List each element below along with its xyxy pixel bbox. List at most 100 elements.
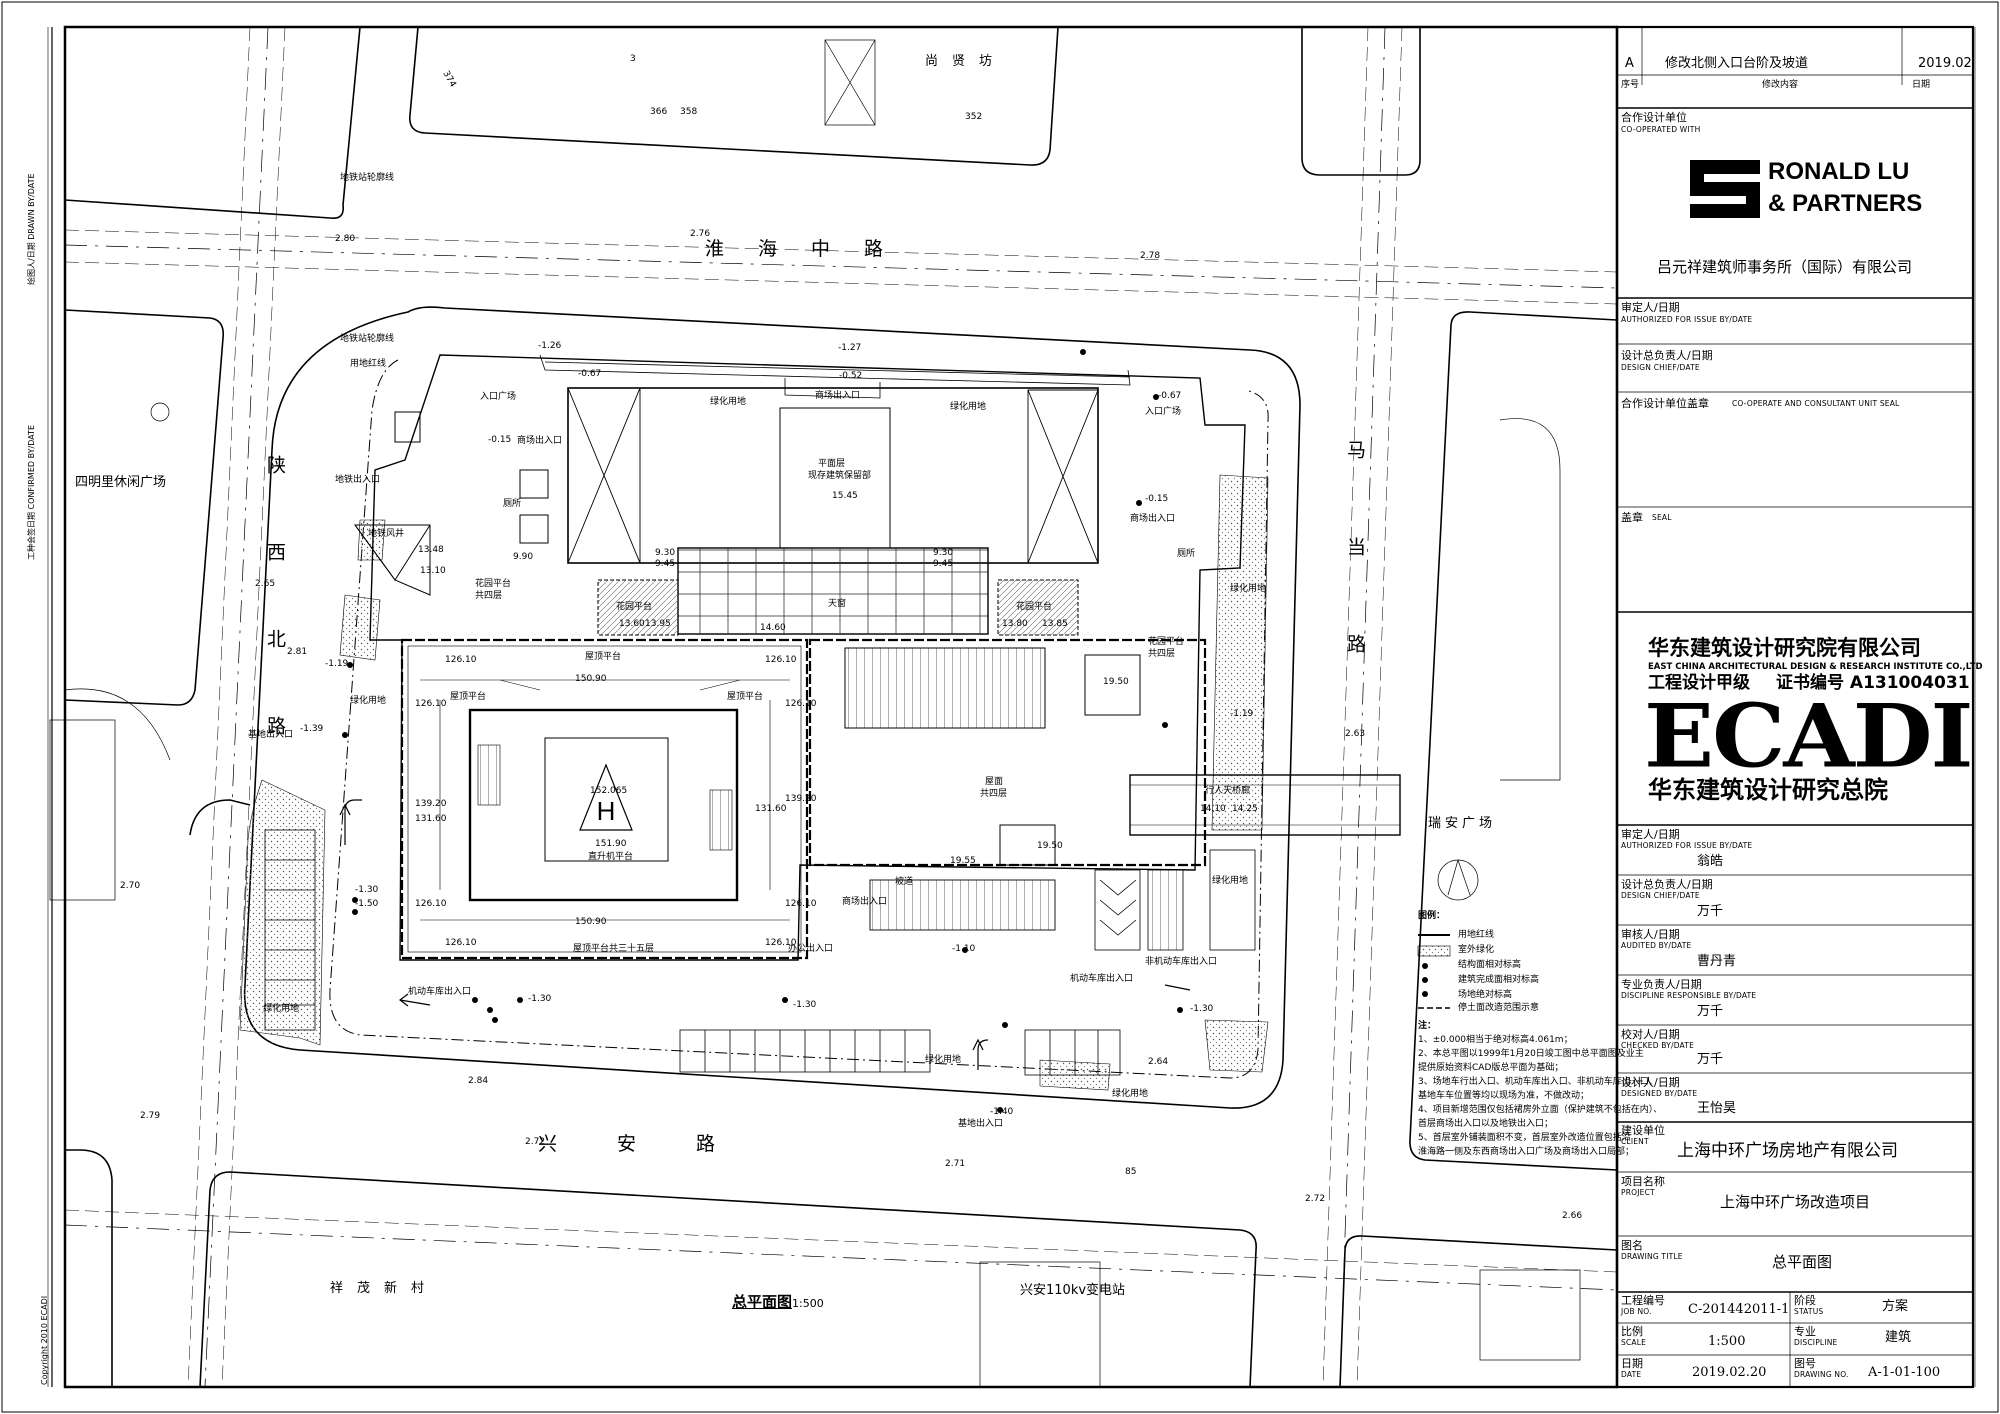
- legend-item-2: 结构面相对标高: [1458, 960, 1522, 970]
- approval-top-3-en: SEAL: [1652, 513, 1672, 522]
- sig-3-name[interactable]: 万千: [1697, 1004, 1724, 1019]
- note-line-3: 3、场地车行出入口、机动车库出入口、非机动车库出入口、: [1418, 1077, 1658, 1087]
- elev-neg-0-67-b: -0.67: [1158, 391, 1182, 401]
- meta-scale-cn: 比例: [1621, 1325, 1643, 1338]
- street-num-85: 85: [1125, 1167, 1137, 1177]
- ronald-lu-logo-mark: [1690, 160, 1760, 218]
- sig-3-en: DISCIPLINE RESPONSIBLE BY/DATE: [1621, 991, 1757, 1000]
- note-line-7: 5、首层室外铺装面积不变，首层室外改造位置包括沿: [1418, 1133, 1631, 1143]
- elev-126-e: 126.10: [415, 699, 447, 709]
- elev-neg-1-39: -1.39: [300, 724, 324, 734]
- label-green-s: 绿化用地: [925, 1055, 962, 1065]
- label-heli: 直升机平台: [588, 852, 634, 862]
- sig-0-name[interactable]: 翁皓: [1697, 854, 1724, 869]
- elev-9-30-b: 9.30: [933, 548, 954, 558]
- elev-2-65: 2.65: [255, 579, 276, 589]
- label-green-top-b: 绿化用地: [950, 402, 987, 412]
- elev-13-95: 13.95: [645, 619, 671, 629]
- note-line-6: 首层商场出入口以及地铁出入口；: [1418, 1119, 1554, 1129]
- note-line-5: 4、项目新增范围仅包括裙房外立面（保护建筑不包括在内）、: [1418, 1105, 1663, 1115]
- label-green-e: 绿化用地: [1212, 876, 1249, 886]
- street-num-3: 3: [630, 54, 636, 64]
- note-line-8: 淮海路一侧及东西商场出入口广场及商场出入口局部；: [1418, 1147, 1635, 1157]
- east-roof: [808, 638, 1207, 931]
- label-toilet-a: 厕所: [503, 499, 522, 509]
- elev-2-80: 2.80: [335, 234, 356, 244]
- approval-top-2-en: CO-OPERATE AND CONSULTANT UNIT SEAL: [1732, 399, 1900, 408]
- title-en: DRAWING TITLE: [1621, 1252, 1683, 1261]
- sig-5-name[interactable]: 王怡昊: [1697, 1101, 1737, 1116]
- firm-name-en: EAST CHINA ARCHITECTURAL DESIGN & RESEAR…: [1648, 662, 1983, 672]
- label-roof-center-sub: 共四层: [980, 789, 1008, 799]
- elev-13-85: 13.85: [1042, 619, 1068, 629]
- elev-2-78: 2.78: [1140, 251, 1161, 261]
- elev-151: 151.90: [595, 839, 627, 849]
- rev-date: 2019.02: [1918, 56, 1972, 71]
- elev-126-c: 126.10: [445, 938, 477, 948]
- project-cn: 项目名称: [1621, 1175, 1665, 1188]
- label-green-sw: 绿化用地: [263, 1004, 300, 1014]
- sig-0-cn: 审定人/日期: [1621, 828, 1680, 841]
- margin-drawn-by: 绘图人/日期 DRAWN BY/DATE: [27, 173, 36, 285]
- notes-title: 注：: [1418, 1021, 1437, 1031]
- label-garden-left: 花园平台: [616, 602, 653, 612]
- elev-9-30-a: 9.30: [655, 548, 676, 558]
- label-office-entry: 办公出入口: [788, 944, 834, 954]
- elev-9-90: 9.90: [513, 552, 534, 562]
- sky-bridge: [1129, 774, 1401, 836]
- meta-date-cn: 日期: [1621, 1357, 1643, 1370]
- meta-status-cn: 阶段: [1794, 1294, 1816, 1307]
- street-num-352: 352: [965, 112, 983, 122]
- approval-top-3-cn: 盖章: [1621, 511, 1643, 524]
- sig-1-en: DESIGN CHIEF/DATE: [1621, 891, 1700, 900]
- sig-4-name[interactable]: 万千: [1697, 1052, 1724, 1067]
- label-roof-deck-title: 屋顶平台: [585, 652, 622, 662]
- road-name-xingan: 兴安路: [538, 1133, 776, 1155]
- elev-14-10: 14.10: [1200, 804, 1226, 814]
- margin-confirmed-by: 工种会签日期 CONFIRMED BY/DATE: [27, 424, 36, 560]
- sig-5-en: DESIGNED BY/DATE: [1621, 1089, 1698, 1098]
- legend-symbols: [1417, 934, 1451, 1009]
- margin-copyright: Copyright 2010 ECADI: [40, 1295, 49, 1385]
- label-shop-entry-right: 商场出入口: [1130, 514, 1176, 524]
- legend-item-5: 停土面改造范围示意: [1458, 1003, 1540, 1013]
- elev-2-64: 2.64: [1148, 1057, 1169, 1067]
- sig-3-cn: 专业负责人/日期: [1621, 978, 1702, 991]
- tower: H: [400, 638, 809, 960]
- road-name-huaihai: 淮海中路: [705, 238, 918, 260]
- elev-2-70: 2.70: [120, 881, 141, 891]
- elev-neg-1-27: -1.27: [838, 343, 862, 353]
- site-boundary: [243, 306, 1301, 1109]
- elev-139-b: 139.20: [785, 794, 817, 804]
- firm-grade: 工程设计甲级: [1648, 673, 1750, 693]
- firm-cert: 证书编号 A131004031: [1776, 673, 1970, 693]
- legend-item-4: 场地绝对标高: [1458, 990, 1513, 1000]
- elev-neg-0-15-a: -0.15: [488, 435, 512, 445]
- elev-152: 152.065: [590, 786, 628, 796]
- elev-131-b: 131.60: [755, 804, 787, 814]
- parking-bays: [264, 829, 1121, 1076]
- elev-14-25: 14.25: [1232, 804, 1258, 814]
- sig-2-en: AUDITED BY/DATE: [1621, 941, 1692, 950]
- approval-top-2-cn: 合作设计单位盖章: [1621, 397, 1709, 410]
- label-entry-plaza-right: 入口广场: [1145, 407, 1182, 417]
- note-line-1: 2、本总平图以1999年1月20日竣工图中总平面图及业主: [1418, 1049, 1644, 1059]
- meta-status-en: STATUS: [1794, 1307, 1824, 1316]
- meta-discipline-en: DISCIPLINE: [1794, 1338, 1838, 1347]
- elev-15-45: 15.45: [832, 491, 858, 501]
- elev-2-84: 2.84: [468, 1076, 489, 1086]
- elev-19-50-b: 19.50: [1037, 841, 1063, 851]
- title-block-frame: [1615, 25, 1976, 1389]
- ecadi-logo: ECADI: [1644, 684, 1974, 788]
- sig-2-name[interactable]: 曹丹青: [1697, 954, 1737, 969]
- label-metro-well: 地铁风井: [368, 529, 405, 539]
- rev-header-no: 序号: [1621, 80, 1640, 90]
- elev-neg-1-30-d: -1.30: [1190, 1004, 1214, 1014]
- meta-drawing-en: DRAWING NO.: [1794, 1370, 1849, 1379]
- sig-1-name[interactable]: 万千: [1697, 904, 1724, 919]
- note-line-4: 基地车车位置等均以现场为准，不做改动；: [1418, 1091, 1590, 1101]
- meta-drawing-cn: 图号: [1794, 1357, 1816, 1370]
- label-red-line: 用地红线: [350, 359, 387, 369]
